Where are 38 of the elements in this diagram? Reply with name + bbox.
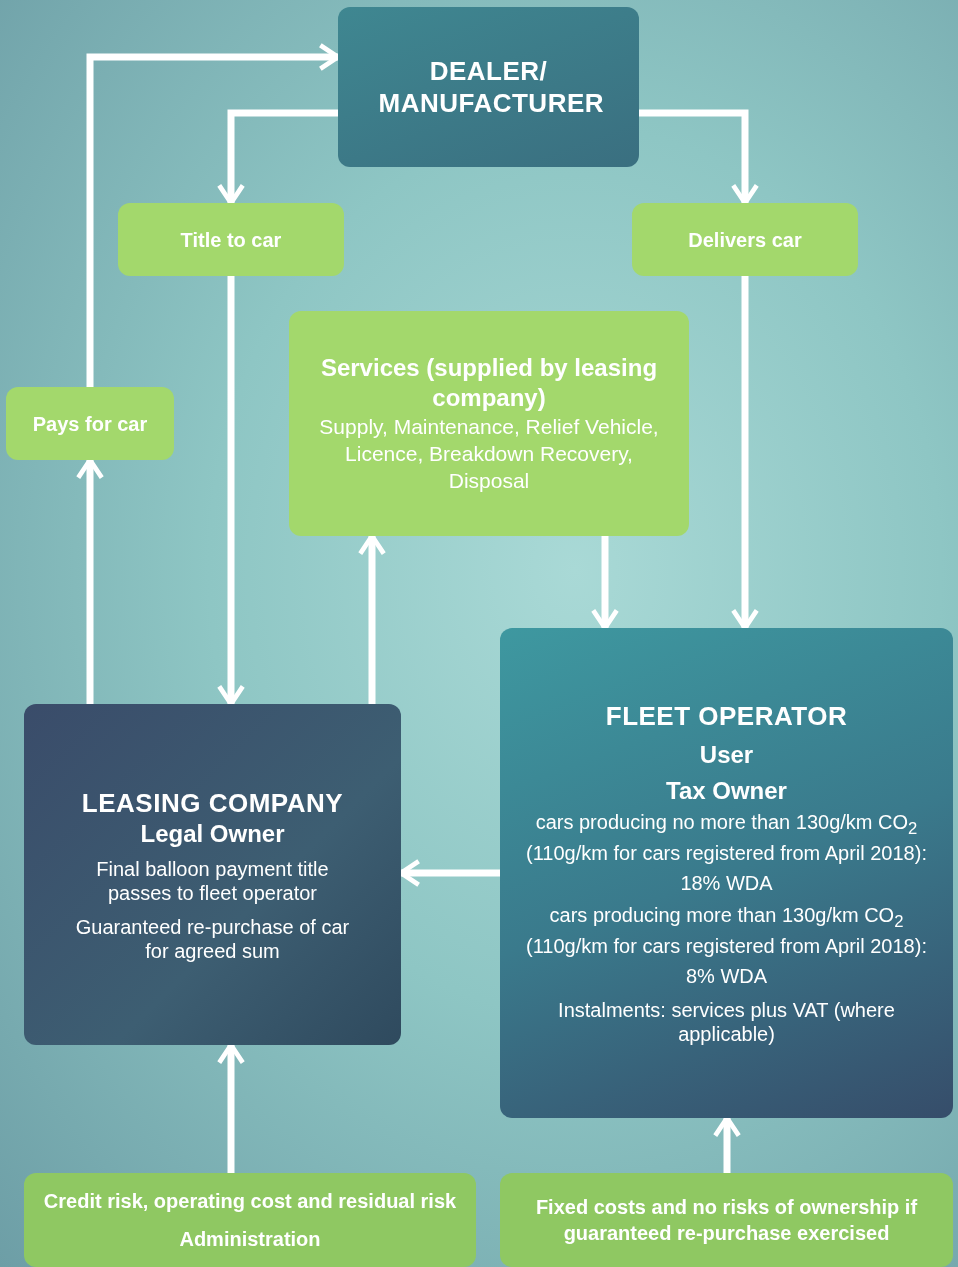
subheading: Tax Owner [666, 776, 787, 806]
arrow [75, 457, 105, 704]
note-box [24, 1173, 476, 1267]
description: Credit risk, operating cost and residual risk [43, 1189, 457, 1214]
subheading: Legal Owner [140, 818, 285, 849]
arrow [712, 1115, 742, 1173]
note-box [500, 1173, 953, 1267]
process-box [338, 7, 639, 167]
label-box [6, 387, 174, 460]
label: Pays for car [32, 411, 148, 437]
description: Final balloon payment title passes to fleet operator [95, 856, 330, 905]
arrow [639, 109, 760, 206]
description: cars producing no more than 130g/km CO$_{2}$ (110g/km for cars registered from April 2018): [525, 810, 928, 865]
services-box [289, 311, 689, 536]
heading: FLEET OPERATOR [605, 700, 848, 732]
subheading: User [699, 740, 754, 770]
heading: Services (supplied by leasing company) [319, 353, 659, 413]
arrow [590, 536, 620, 631]
heading: LEASING COMPANY [81, 786, 344, 819]
process-box [24, 704, 401, 1045]
arrow [730, 276, 760, 631]
description: Administration [179, 1227, 321, 1252]
label: Delivers car [688, 227, 802, 253]
label-box [632, 203, 858, 276]
value-text: 8% WDA [685, 964, 768, 988]
description: Instalments: services plus VAT (where applicable) [557, 998, 896, 1046]
arrow [216, 109, 338, 206]
arrow [357, 533, 387, 704]
description: Supply, Maintenance, Relief Vehicle, Licence, Breakdown Recovery, Disposal [318, 414, 660, 494]
description: cars producing more than 130g/km CO$_{2}$ (110g/km for cars registered from April 2018): [525, 903, 928, 958]
description: Fixed costs and no risks of ownership if guaranteed re-purchase exercised [534, 1195, 919, 1246]
label-box [118, 203, 344, 276]
process-box [500, 628, 953, 1118]
arrow [216, 1042, 246, 1173]
label: Title to car [180, 227, 282, 253]
description: Guaranteed re-purchase of car for agreed sum [74, 914, 351, 963]
arrow [216, 276, 246, 707]
value-text: 18% WDA [680, 871, 773, 895]
